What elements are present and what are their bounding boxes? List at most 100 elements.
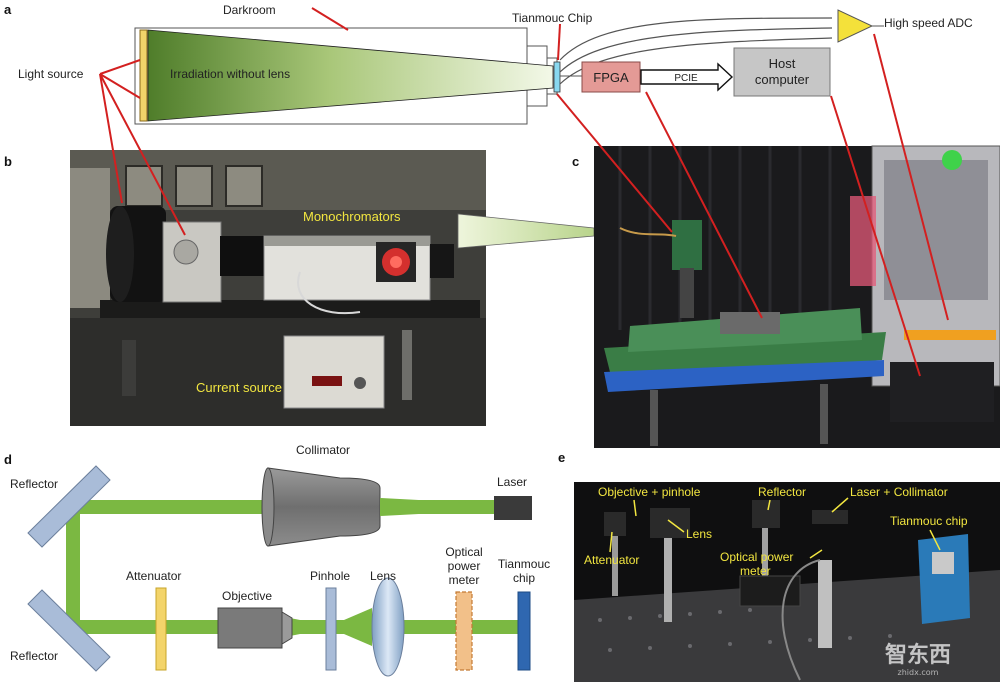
photo-b-post-2 bbox=[402, 330, 412, 400]
photo-b-windows bbox=[125, 165, 263, 207]
photo-b-coupler bbox=[220, 236, 266, 276]
beam-vertical bbox=[66, 500, 80, 628]
watermark-logo: 智东西 bbox=[885, 642, 951, 668]
reflector-bottom-shape bbox=[27, 589, 111, 672]
fpga-label: FPGA bbox=[593, 70, 629, 85]
adc-wire-1 bbox=[559, 17, 833, 61]
attenuator-e-label: Attenuator bbox=[584, 553, 639, 567]
photo-c-adc-box bbox=[890, 362, 994, 422]
power-meter-e-label-1: Optical power bbox=[720, 550, 793, 564]
photo-b-current-source bbox=[283, 335, 385, 409]
power-meter-e-label-2: meter bbox=[740, 564, 771, 578]
photo-b-lamp-face bbox=[106, 206, 134, 302]
photo-e-post-2 bbox=[664, 538, 672, 622]
panel-e-pointers bbox=[609, 497, 941, 559]
light-source-label: Light source bbox=[18, 67, 84, 81]
attenuator-shape bbox=[155, 587, 167, 671]
panel-e-letter: e bbox=[558, 450, 565, 465]
photo-e-cable bbox=[781, 559, 821, 681]
tianmouc-label-2: chip bbox=[513, 571, 535, 585]
attenuator-label: Attenuator bbox=[126, 569, 181, 583]
reflector-e-label: Reflector bbox=[758, 485, 806, 499]
objective-tip bbox=[281, 611, 293, 645]
photo-b-display bbox=[312, 376, 342, 386]
photo-e-laser-mount bbox=[812, 510, 848, 524]
photo-e-post-1 bbox=[612, 536, 618, 596]
power-meter-shape bbox=[455, 591, 473, 671]
photo-c-pink-glow bbox=[850, 196, 876, 286]
power-meter-label-1: Optical bbox=[445, 545, 482, 559]
cross-panel-callouts bbox=[99, 33, 949, 377]
photo-b-knob bbox=[354, 377, 366, 389]
collimator-front bbox=[261, 467, 275, 547]
laser-label: Laser bbox=[497, 475, 527, 489]
objective-label: Objective bbox=[222, 589, 272, 603]
photo-b-post-1 bbox=[122, 340, 136, 396]
panel-a: a FPGA PCIE Host computer Darkroom Tianm… bbox=[4, 2, 973, 125]
photo-b-source-knob bbox=[173, 239, 199, 265]
photo-c-post bbox=[680, 268, 694, 318]
laser-collimator-label: Laser + Collimator bbox=[850, 485, 948, 499]
lens-shape bbox=[371, 577, 405, 677]
photo-e-chip bbox=[932, 552, 954, 574]
host-computer-box bbox=[733, 47, 831, 97]
laser-shape bbox=[494, 496, 532, 520]
watermark-sub: zhidx.com bbox=[898, 668, 939, 677]
reflector-top-shape bbox=[27, 465, 111, 548]
photo-c-chip-holder bbox=[672, 220, 702, 270]
irradiation-cone bbox=[147, 29, 554, 122]
panel-c: c bbox=[572, 145, 1000, 448]
lens-e-label: Lens bbox=[686, 527, 712, 541]
power-meter-label-2: power bbox=[448, 559, 481, 573]
high-speed-adc-label: High speed ADC bbox=[884, 16, 973, 30]
light-source-bar bbox=[139, 29, 148, 122]
photo-e-holes bbox=[598, 608, 892, 652]
photo-b-output-port bbox=[430, 244, 454, 278]
monochromators-label: Monochromators bbox=[303, 209, 401, 224]
panel-e: e Objective + pinhole Reflector Laser + … bbox=[558, 450, 1000, 682]
panel-b-letter: b bbox=[4, 154, 12, 169]
photo-b-red-dial-center bbox=[390, 256, 402, 268]
adc-wire-2 bbox=[559, 27, 833, 73]
panel-d-letter: d bbox=[4, 452, 12, 467]
objective-body bbox=[217, 607, 283, 649]
beam-expand bbox=[330, 608, 372, 646]
panel-a-callouts bbox=[99, 7, 561, 99]
host-label-1: Host bbox=[769, 56, 796, 71]
photo-e-tianmouc-board bbox=[918, 534, 970, 624]
photo-c-blue-stand bbox=[604, 360, 884, 392]
tianmouc-chip-shape bbox=[553, 61, 561, 93]
pcie-label: PCIE bbox=[674, 73, 698, 84]
photo-e-post-3 bbox=[762, 528, 768, 580]
photo-e-reflector-mount bbox=[752, 500, 780, 528]
power-meter-label-3: meter bbox=[449, 573, 480, 587]
photo-b-door bbox=[70, 168, 110, 308]
objective-pinhole-label: Objective + pinhole bbox=[598, 485, 701, 499]
collimator-shape bbox=[267, 467, 381, 547]
beam-focus bbox=[290, 618, 330, 636]
panel-b: b Monochromato bbox=[4, 150, 595, 426]
host-label-2: computer bbox=[755, 72, 810, 87]
photo-e-post-4 bbox=[818, 560, 832, 648]
photo-b-breadboard bbox=[100, 300, 480, 318]
collimator-label: Collimator bbox=[296, 443, 350, 457]
photo-b-table bbox=[70, 318, 486, 426]
reflector-bottom-label: Reflector bbox=[10, 649, 58, 663]
fpga-box bbox=[581, 61, 641, 93]
lens-label: Lens bbox=[370, 569, 396, 583]
irradiation-label: Irradiation without lens bbox=[170, 67, 290, 81]
adc-triangle bbox=[837, 9, 874, 43]
photo-b-cable bbox=[297, 271, 361, 315]
tianmouc-chip-d bbox=[517, 591, 531, 671]
photo-c-orange-strip bbox=[904, 330, 996, 340]
tianmouc-chip-e-label: Tianmouc chip bbox=[890, 514, 968, 528]
photo-c-tower-mesh bbox=[884, 160, 988, 300]
photo-c-wire bbox=[619, 227, 677, 237]
reflector-top-label: Reflector bbox=[10, 477, 58, 491]
photo-c-green-light bbox=[942, 150, 962, 170]
beam-cone-b-to-c bbox=[457, 213, 595, 249]
pinhole-label: Pinhole bbox=[310, 569, 350, 583]
panel-d: d Reflector Reflector Collimator bbox=[4, 443, 550, 677]
tianmouc-label-1: Tianmouc bbox=[498, 557, 550, 571]
